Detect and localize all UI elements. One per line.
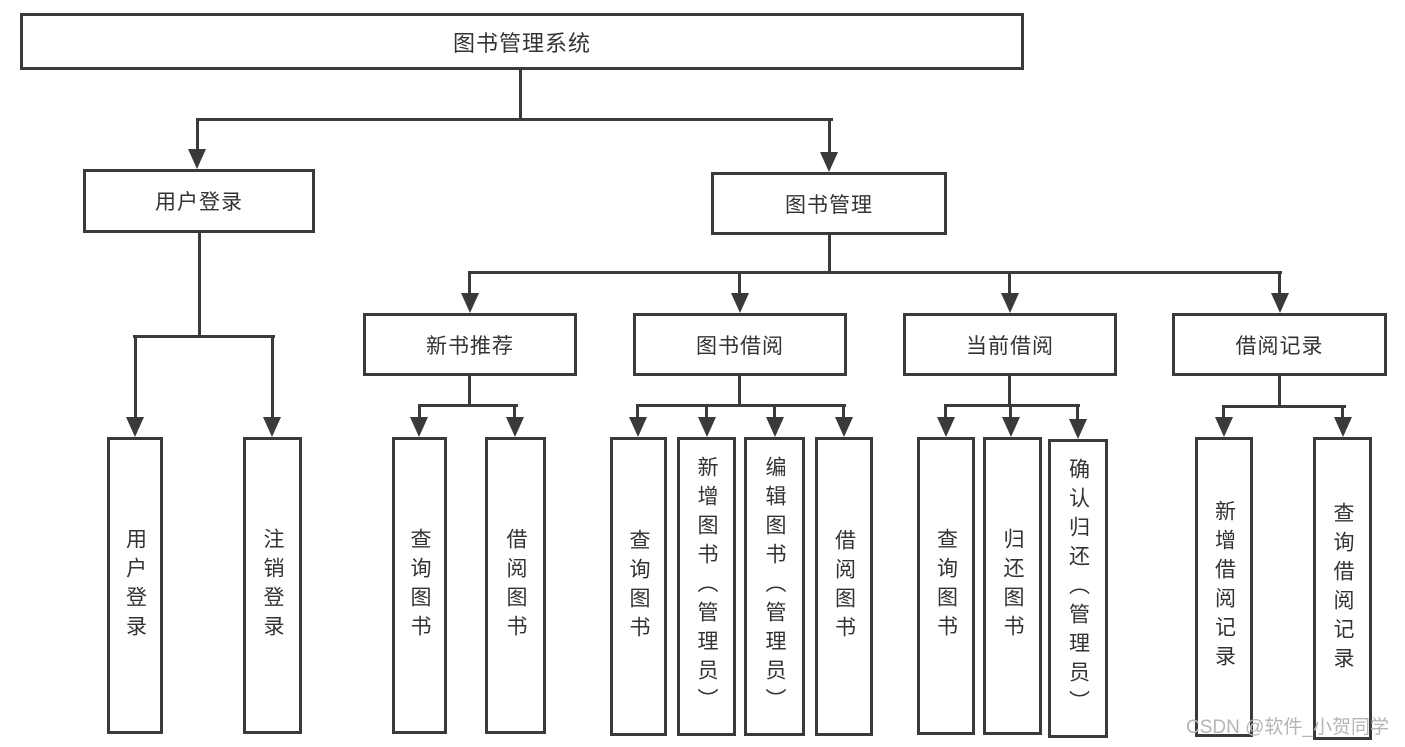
connector-root-hline bbox=[196, 118, 833, 121]
connector-cb-drop3 bbox=[1076, 404, 1079, 420]
leaf-br-add-record-label: 新增借阅记录 bbox=[1212, 500, 1236, 674]
node-book-borrowing: 图书借阅 bbox=[633, 313, 847, 376]
connector-bookmgmt-drop1 bbox=[468, 271, 471, 295]
connector-cb-hline bbox=[944, 404, 1080, 407]
leaf-bb-add-books-admin-label: 新增图书（管理员） bbox=[695, 456, 719, 717]
csdn-watermark: CSDN @软件_小贺同学 bbox=[1186, 717, 1389, 738]
leaf-logout: 注销登录 bbox=[243, 437, 302, 734]
leaf-user-login-label: 用户登录 bbox=[123, 527, 147, 644]
leaf-rec-query-books-label: 查询图书 bbox=[408, 527, 432, 644]
arrow-to-current-borrow bbox=[1001, 293, 1019, 313]
node-book-management: 图书管理 bbox=[711, 172, 947, 235]
leaf-cb-confirm-return-admin-label: 确认归还（管理员） bbox=[1066, 458, 1090, 719]
connector-bookmgmt-stem bbox=[828, 235, 831, 273]
arrow-to-rec-borrow bbox=[506, 417, 524, 437]
arrow-to-leaf-user-login bbox=[126, 417, 144, 437]
node-borrowing-records-label: 借阅记录 bbox=[1235, 334, 1324, 358]
leaf-rec-query-books: 查询图书 bbox=[392, 437, 447, 734]
arrow-to-bb-edit bbox=[766, 417, 784, 437]
node-borrowing-records: 借阅记录 bbox=[1172, 313, 1387, 376]
connector-rec-hline bbox=[418, 404, 518, 407]
connector-bb-stem bbox=[738, 376, 741, 406]
arrow-to-br-query bbox=[1334, 417, 1352, 437]
connector-br-drop1 bbox=[1222, 405, 1225, 418]
node-current-borrowing-label: 当前借阅 bbox=[966, 334, 1054, 358]
arrow-to-new-book-rec bbox=[461, 293, 479, 313]
connector-cb-drop1 bbox=[944, 404, 947, 418]
arrow-to-book-mgmt bbox=[820, 152, 838, 172]
leaf-cb-query-books: 查询图书 bbox=[917, 437, 975, 735]
connector-userlogin-drop1 bbox=[134, 335, 137, 418]
leaf-cb-query-books-label: 查询图书 bbox=[934, 528, 958, 644]
leaf-bb-query-books-label: 查询图书 bbox=[627, 528, 651, 645]
connector-br-drop2 bbox=[1341, 405, 1344, 418]
connector-userlogin-drop2 bbox=[271, 335, 274, 418]
leaf-rec-borrow-books-label: 借阅图书 bbox=[504, 527, 528, 644]
leaf-user-login: 用户登录 bbox=[107, 437, 163, 734]
connector-bookmgmt-drop3 bbox=[1008, 271, 1011, 295]
node-new-book-recommend-label: 新书推荐 bbox=[426, 334, 514, 358]
connector-rec-stem bbox=[468, 376, 471, 406]
arrow-to-cb-query bbox=[937, 417, 955, 437]
leaf-logout-label: 注销登录 bbox=[261, 527, 285, 644]
node-book-management-label: 图书管理 bbox=[785, 193, 873, 217]
leaf-rec-borrow-books: 借阅图书 bbox=[485, 437, 546, 734]
leaf-bb-edit-books-admin: 编辑图书（管理员） bbox=[744, 437, 805, 736]
connector-bookmgmt-hline bbox=[468, 271, 1282, 274]
leaf-cb-confirm-return-admin: 确认归还（管理员） bbox=[1048, 439, 1108, 738]
connector-bb-drop3 bbox=[773, 404, 776, 418]
arrow-to-cb-confirm bbox=[1069, 419, 1087, 439]
connector-cb-drop2 bbox=[1009, 404, 1012, 418]
connector-bookmgmt-drop4 bbox=[1278, 271, 1281, 295]
node-root-library-management-system: 图书管理系统 bbox=[20, 13, 1024, 70]
leaf-bb-borrow-books: 借阅图书 bbox=[815, 437, 873, 736]
connector-rec-drop1 bbox=[418, 404, 421, 418]
connector-userlogin-stem bbox=[198, 233, 201, 337]
arrow-to-bb-add bbox=[698, 417, 716, 437]
node-new-book-recommend: 新书推荐 bbox=[363, 313, 577, 376]
arrow-to-br-add bbox=[1215, 417, 1233, 437]
connector-bb-hline bbox=[637, 404, 846, 407]
leaf-cb-return-books-label: 归还图书 bbox=[1001, 528, 1025, 644]
arrow-to-cb-return bbox=[1002, 417, 1020, 437]
leaf-bb-edit-books-admin-label: 编辑图书（管理员） bbox=[763, 456, 787, 717]
connector-bb-drop4 bbox=[842, 404, 845, 418]
connector-root-drop-right bbox=[828, 118, 831, 154]
leaf-cb-return-books: 归还图书 bbox=[983, 437, 1042, 735]
connector-root-stem bbox=[519, 69, 522, 121]
connector-rec-drop2 bbox=[513, 404, 516, 418]
node-user-login-label: 用户登录 bbox=[155, 191, 243, 214]
leaf-bb-query-books: 查询图书 bbox=[610, 437, 667, 736]
arrow-to-borrow-record bbox=[1271, 293, 1289, 313]
connector-br-stem bbox=[1278, 376, 1281, 407]
connector-bb-drop2 bbox=[705, 404, 708, 418]
arrow-to-book-borrow bbox=[731, 293, 749, 313]
leaf-br-query-record-label: 查询借阅记录 bbox=[1331, 501, 1355, 676]
arrow-to-user-login bbox=[188, 149, 206, 169]
arrow-to-bb-borrow bbox=[835, 417, 853, 437]
connector-root-drop-left bbox=[196, 118, 199, 151]
connector-userlogin-hline bbox=[133, 335, 275, 338]
node-user-login: 用户登录 bbox=[83, 169, 315, 233]
leaf-br-query-record: 查询借阅记录 bbox=[1313, 437, 1372, 740]
connector-bookmgmt-drop2 bbox=[738, 271, 741, 295]
arrow-to-bb-query bbox=[629, 417, 647, 437]
connector-cb-stem bbox=[1008, 376, 1011, 406]
connector-br-hline bbox=[1222, 405, 1346, 408]
node-current-borrowing: 当前借阅 bbox=[903, 313, 1117, 376]
leaf-bb-borrow-books-label: 借阅图书 bbox=[832, 528, 856, 645]
leaf-br-add-record: 新增借阅记录 bbox=[1195, 437, 1253, 737]
arrow-to-rec-query bbox=[410, 417, 428, 437]
connector-bb-drop1 bbox=[636, 404, 639, 418]
arrow-to-leaf-logout bbox=[263, 417, 281, 437]
leaf-bb-add-books-admin: 新增图书（管理员） bbox=[677, 437, 736, 736]
node-root-label: 图书管理系统 bbox=[452, 30, 591, 56]
node-book-borrowing-label: 图书借阅 bbox=[696, 334, 784, 358]
